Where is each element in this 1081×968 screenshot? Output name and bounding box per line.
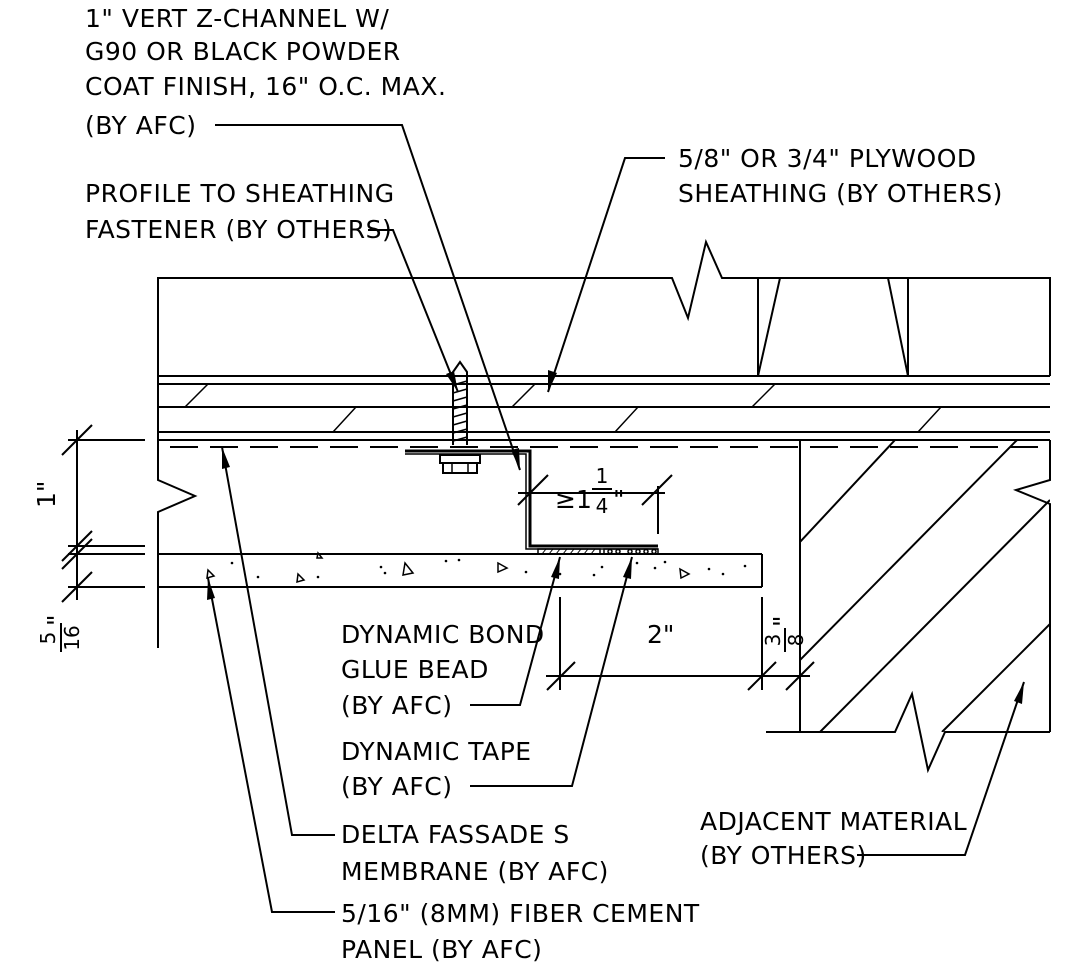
- svg-text:MEMBRANE (BY AFC): MEMBRANE (BY AFC): [341, 857, 609, 886]
- left-break-line: [157, 440, 198, 648]
- svg-text:DYNAMIC BOND: DYNAMIC BOND: [341, 620, 545, 649]
- svg-text:5/16" (8MM) FIBER CEMENT: 5/16" (8MM) FIBER CEMENT: [341, 899, 700, 928]
- annotation-glue-bead: DYNAMIC BOND GLUE BEAD (BY AFC): [341, 620, 545, 720]
- gap-denominator: 8: [784, 634, 808, 647]
- dimension-overhang: [546, 597, 815, 691]
- dimension-panel-thickness: 5 16 ": [36, 615, 84, 652]
- overhang-text: 2": [647, 620, 674, 649]
- fiber-cement-panel: [158, 551, 763, 588]
- leader-z-channel: [215, 124, 521, 471]
- svg-text:SHEATHING (BY OTHERS): SHEATHING (BY OTHERS): [678, 179, 1003, 208]
- svg-text:FASTENER (BY OTHERS): FASTENER (BY OTHERS): [85, 215, 392, 244]
- annotation-adjacent: ADJACENT MATERIAL (BY OTHERS): [700, 807, 967, 870]
- annotation-panel: 5/16" (8MM) FIBER CEMENT PANEL (BY AFC): [341, 899, 700, 964]
- annotation-membrane: DELTA FASSADE S MEMBRANE (BY AFC): [341, 820, 609, 886]
- adjacent-material: [766, 440, 1051, 774]
- annotation-plywood: 5/8" OR 3/4" PLYWOOD SHEATHING (BY OTHER…: [678, 144, 1003, 208]
- annotation-tape: DYNAMIC TAPE (BY AFC): [341, 737, 532, 801]
- svg-text:PROFILE TO SHEATHING: PROFILE TO SHEATHING: [85, 179, 395, 208]
- screw-fastener: [439, 360, 481, 474]
- svg-text:G90 OR BLACK POWDER: G90 OR BLACK POWDER: [85, 37, 401, 66]
- annotation-z-channel: 1" VERT Z-CHANNEL W/ G90 OR BLACK POWDER…: [85, 4, 446, 140]
- leader-plywood: [547, 157, 665, 393]
- annotation-fastener: PROFILE TO SHEATHING FASTENER (BY OTHERS…: [85, 179, 395, 244]
- glue-bead: [537, 548, 601, 555]
- svg-text:(BY AFC): (BY AFC): [341, 691, 452, 720]
- leader-adjacent: [857, 681, 1025, 856]
- svg-text:(BY AFC): (BY AFC): [85, 111, 196, 140]
- gap-inch: ": [768, 616, 797, 628]
- dimension-min-width: [517, 474, 673, 534]
- svg-text:COAT FINISH, 16" O.C. MAX.: COAT FINISH, 16" O.C. MAX.: [85, 72, 446, 101]
- leader-panel: [207, 577, 335, 913]
- svg-text:(BY OTHERS): (BY OTHERS): [700, 841, 867, 870]
- leader-tape: [470, 556, 633, 787]
- svg-text:GLUE BEAD: GLUE BEAD: [341, 655, 489, 684]
- svg-text:PANEL (BY AFC): PANEL (BY AFC): [341, 935, 542, 964]
- svg-text:1" VERT Z-CHANNEL W/: 1" VERT Z-CHANNEL W/: [85, 4, 389, 33]
- dimension-cavity-text: 1": [32, 481, 61, 508]
- svg-text:ADJACENT MATERIAL: ADJACENT MATERIAL: [700, 807, 967, 836]
- panel-thickness-denominator: 16: [60, 625, 84, 650]
- min-width-inch: ": [613, 485, 625, 514]
- panel-thickness-numerator: 5: [36, 632, 60, 645]
- svg-text:DYNAMIC TAPE: DYNAMIC TAPE: [341, 737, 532, 766]
- dimension-gap: 3 8 ": [761, 616, 808, 652]
- svg-text:(BY AFC): (BY AFC): [341, 772, 452, 801]
- wrb-membrane: [158, 439, 1050, 448]
- leader-membrane: [221, 446, 335, 836]
- plywood-sheathing: [158, 375, 1050, 433]
- min-width-prefix: ≥1: [555, 485, 592, 514]
- leader-fastener: [368, 229, 459, 393]
- leader-glue-bead: [470, 556, 561, 706]
- dimension-cavity: [61, 424, 145, 603]
- min-width-denominator: 4: [596, 494, 609, 518]
- dynamic-tape: [603, 548, 659, 555]
- svg-text:DELTA FASSADE S: DELTA FASSADE S: [341, 820, 570, 849]
- svg-text:5/8" OR 3/4" PLYWOOD: 5/8" OR 3/4" PLYWOOD: [678, 144, 977, 173]
- min-width-numerator: 1: [596, 464, 609, 488]
- gap-numerator: 3: [761, 634, 785, 647]
- panel-thickness-inch: ": [42, 615, 71, 627]
- framing-zone: [157, 238, 1051, 440]
